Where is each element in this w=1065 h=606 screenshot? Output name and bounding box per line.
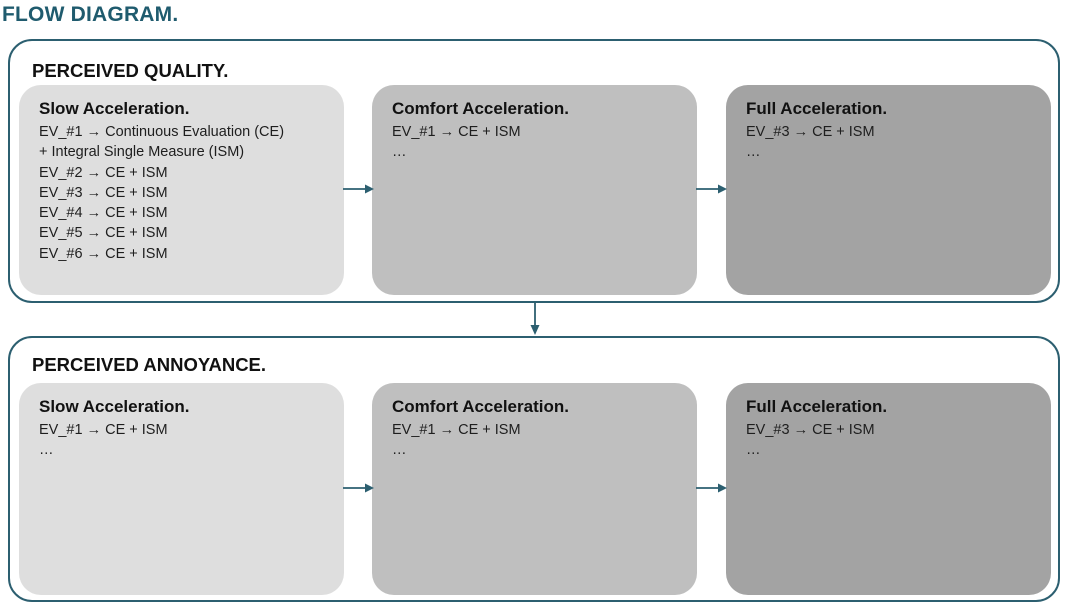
box-line: EV_#2 → CE + ISM [39,164,168,181]
box-line: EV_#5 → CE + ISM [39,225,168,242]
box-line: EV_#3 → CE + ISM [39,184,168,201]
full-acceleration-box: Full Acceleration. EV_#3 → CE + ISM … [726,85,1051,295]
arrow-right-icon [343,483,374,493]
box-title: Slow Acceleration. [39,397,190,416]
comfort-acceleration-box: Comfort Acceleration. EV_#1 → CE + ISM … [372,85,697,295]
box-line: EV_#4 → CE + ISM [39,205,168,222]
comfort-acceleration-box: Comfort Acceleration. EV_#1 → CE + ISM … [372,383,697,595]
box-line: EV_#3 → CE + ISM [746,124,875,140]
full-acceleration-box: Full Acceleration. EV_#3 → CE + ISM … [726,383,1051,595]
box-line: EV_#1 → CE + ISM [392,422,521,438]
box-title: Slow Acceleration. [39,99,190,118]
section-title: PERCEIVED QUALITY. [32,60,229,81]
box-title: Comfort Acceleration. [392,397,569,416]
box-line: + Integral Single Measure (ISM) [39,144,245,161]
perceived-annoyance-section: PERCEIVED ANNOYANCE. Slow Acceleration. … [8,336,1060,602]
arrow-right-icon [343,184,374,194]
box-line: EV_#1 → CE + ISM [392,124,521,140]
box-line: EV_#3 → CE + ISM [746,422,875,438]
box-title: Comfort Acceleration. [392,99,569,118]
slow-acceleration-box: Slow Acceleration. EV_#1 → CE + ISM … [19,383,344,595]
arrow-right-icon [696,184,727,194]
box-line: … [746,442,761,459]
box-title: Full Acceleration. [746,397,888,416]
box-line: EV_#6 → CE + ISM [39,245,168,262]
box-line: … [39,442,54,459]
box-title: Full Acceleration. [746,99,888,118]
perceived-quality-section: PERCEIVED QUALITY. Slow Acceleration. EV… [8,39,1060,303]
box-line: … [746,144,761,161]
arrow-down-icon [530,303,540,335]
box-line: EV_#1 → CE + ISM [39,422,168,438]
box-line: … [392,144,407,161]
page-title: FLOW DIAGRAM. [2,3,179,26]
slow-acceleration-box: Slow Acceleration. EV_#1 → Continuous Ev… [19,85,344,295]
section-title: PERCEIVED ANNOYANCE. [32,354,267,375]
arrow-right-icon [696,483,727,493]
box-line: EV_#1 → Continuous Evaluation (CE) [39,124,285,140]
box-line: … [392,442,407,459]
